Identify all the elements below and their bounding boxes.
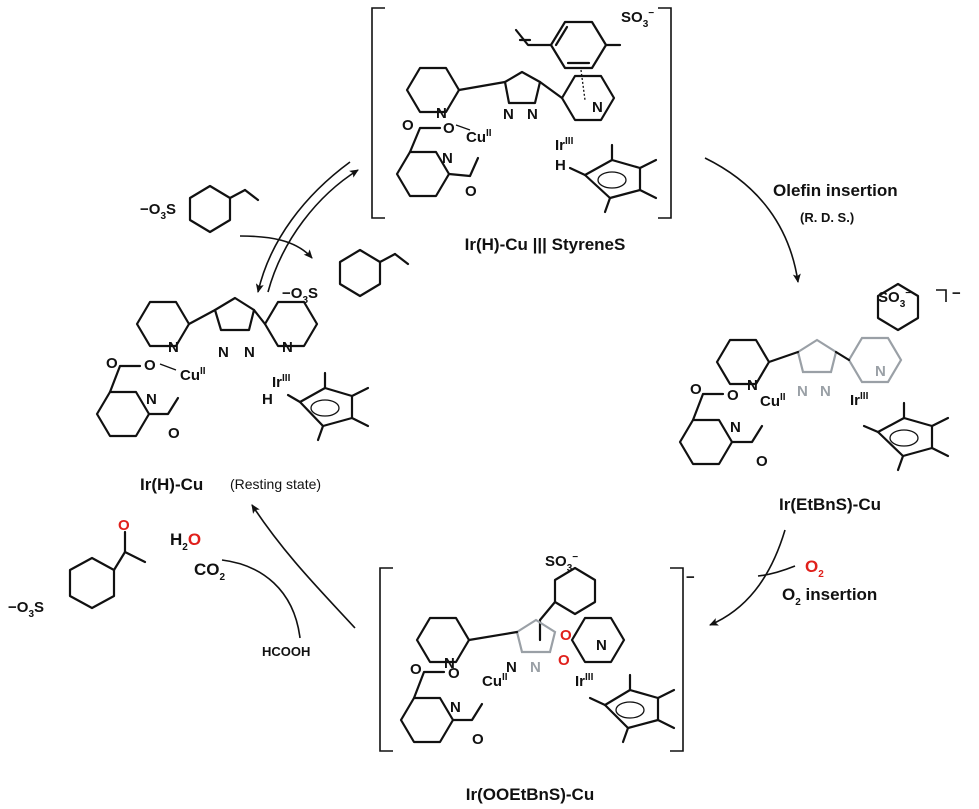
svg-text:N: N (530, 659, 541, 676)
label-rds: (R. D. S.) (800, 210, 854, 225)
svg-text:N: N (450, 699, 461, 716)
arrow-olefin-insertion (704, 157, 801, 283)
svg-text:O: O (168, 425, 180, 442)
svg-text:N: N (730, 419, 741, 436)
svg-text:O: O (402, 117, 414, 134)
svg-text:O: O (756, 453, 768, 470)
label-left-note: (Resting state) (230, 476, 321, 492)
svg-text:IrIII: IrIII (555, 136, 574, 154)
svg-text:O: O (448, 665, 460, 682)
product-h2o: H2O (170, 530, 201, 553)
svg-text:N: N (747, 377, 758, 394)
styrene-ring: SO3− (514, 8, 654, 101)
svg-text:−O3S: −O3S (8, 599, 44, 620)
svg-text:N: N (244, 344, 255, 361)
svg-text:O: O (118, 517, 130, 534)
svg-text:SO3−: SO3− (878, 288, 911, 310)
svg-text:IrIII: IrIII (272, 373, 291, 391)
styrene-sulfonate-incoming: −O3S (140, 184, 260, 234)
bracket-right (658, 7, 672, 219)
arrow-o2-insertion (709, 529, 786, 626)
product-release-step: HCOOH H2O CO2 O −O3S (8, 504, 356, 659)
svg-text:N: N (444, 655, 455, 672)
svg-text:N: N (820, 383, 831, 400)
svg-text:CuII: CuII (760, 392, 786, 410)
svg-text:N: N (168, 339, 179, 356)
svg-text:N: N (596, 637, 607, 654)
svg-text:N: N (282, 339, 293, 356)
arrow-binding (255, 161, 351, 293)
svg-text:N: N (875, 363, 886, 380)
svg-text:O: O (443, 120, 455, 137)
o2-insertion-step: O2 O2 insertion (709, 529, 877, 626)
reagent-o2: O2 (805, 557, 824, 580)
svg-text:N: N (506, 659, 517, 676)
svg-text:O: O (106, 355, 118, 372)
reagent-hcooh: HCOOH (262, 644, 310, 659)
svg-text:SO3−: SO3− (621, 8, 654, 30)
svg-text:O: O (560, 627, 572, 644)
svg-text:O: O (727, 387, 739, 404)
svg-text:N: N (503, 106, 514, 123)
svg-text:−O3S: −O3S (282, 285, 318, 306)
complex-left: N N N N CuII N O O O IrIII H Ir(H)-Cu (R… (95, 296, 370, 494)
svg-text:CuII: CuII (180, 366, 206, 384)
svg-text:−: − (686, 569, 695, 586)
svg-text:N: N (218, 344, 229, 361)
styrene-sulfonate-outgoing: −O3S (282, 248, 410, 306)
svg-text:IrIII: IrIII (850, 391, 869, 409)
svg-text:O: O (690, 381, 702, 398)
svg-text:N: N (592, 99, 603, 116)
svg-text:O: O (465, 183, 477, 200)
label-olefin-insertion: Olefin insertion (773, 181, 898, 200)
svg-text:N: N (797, 383, 808, 400)
svg-text:H: H (555, 157, 566, 174)
complex-top: SO3− N N N N CuII N O O O IrIII H Ir(H)-… (371, 7, 672, 254)
svg-text:−: − (952, 285, 961, 302)
arrow-product-release (251, 504, 356, 629)
svg-text:−O3S: −O3S (140, 201, 176, 222)
product-co2: CO2 (194, 560, 226, 583)
svg-text:O: O (410, 661, 422, 678)
svg-text:O: O (472, 731, 484, 748)
arrow-release (267, 169, 359, 293)
complex-right: Olefin insertion (R. D. S.) SO3− − N N N… (678, 157, 961, 514)
svg-text:CuII: CuII (482, 672, 508, 690)
svg-text:N: N (442, 150, 453, 167)
svg-text:O: O (558, 652, 570, 669)
complex-bottom: − SO3− N N N N O O CuII N O O O IrIII Ir… (379, 552, 695, 804)
svg-text:N: N (436, 105, 447, 122)
svg-text:SO3−: SO3− (545, 552, 578, 574)
svg-text:N: N (146, 391, 157, 408)
svg-text:CuII: CuII (466, 128, 492, 146)
label-top: Ir(H)-Cu ||| StyreneS (465, 235, 626, 254)
svg-text:N: N (527, 106, 538, 123)
label-o2-insertion: O2 insertion (782, 585, 877, 608)
label-bottom: Ir(OOEtBnS)-Cu (466, 785, 594, 804)
label-right: Ir(EtBnS)-Cu (779, 495, 881, 514)
label-left: Ir(H)-Cu (140, 475, 203, 494)
svg-text:O: O (144, 357, 156, 374)
svg-text:IrIII: IrIII (575, 672, 594, 690)
svg-text:H: H (262, 391, 273, 408)
bracket-left (371, 7, 385, 219)
